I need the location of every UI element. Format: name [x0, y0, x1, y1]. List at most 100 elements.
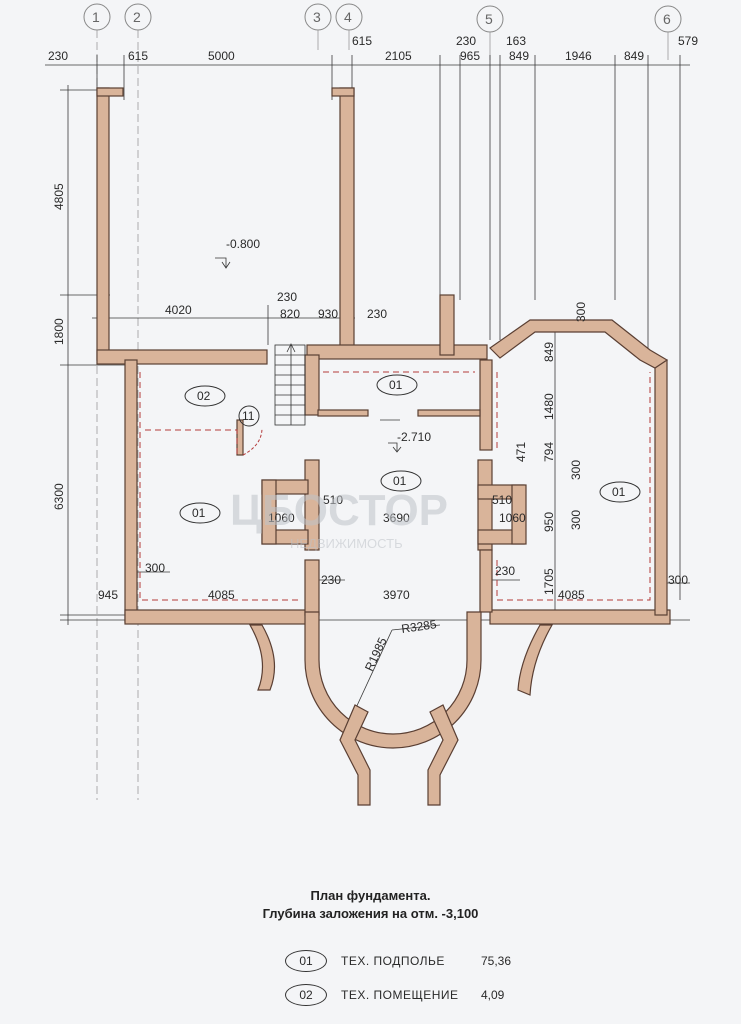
- wall-stair-right: [304, 354, 320, 416]
- dim-right-1705: 1705: [542, 568, 556, 595]
- wall-pier-right-side: [511, 484, 527, 545]
- axis-3: 3: [313, 9, 321, 25]
- dim-top-5: 2105: [385, 49, 412, 63]
- dim-mid-3690: 3690: [383, 511, 410, 525]
- inner-contour: [139, 371, 651, 601]
- wall-h-upper: [96, 349, 268, 365]
- wall-center-left: [304, 559, 320, 616]
- room-tag-01-a: 01: [389, 378, 403, 392]
- wall-left-lower: [124, 359, 138, 623]
- caption-depth: Глубина заложения на отм. -3,100: [262, 906, 479, 921]
- room-tag-labels: 02 01 01 01 01 11: [192, 378, 626, 520]
- dim-right-950: 950: [542, 512, 556, 532]
- room-tag-01-b: 01: [393, 474, 407, 488]
- legend-tag-02: 02: [285, 984, 327, 1006]
- wall-arc-right: [517, 624, 554, 696]
- right-dimension-texts: 849 1480 471 794 300 950 300 1705: [514, 342, 583, 595]
- room-tag-11: 11: [242, 409, 255, 423]
- dim-top-11: 849: [624, 49, 644, 63]
- dim-top-12: 579: [678, 34, 698, 48]
- middle-dimension-texts: 510 3690 510 1060 1060: [268, 493, 526, 525]
- dim-mid-1060-b: 1060: [499, 511, 526, 525]
- dim-bottom-300-a: 300: [145, 561, 165, 575]
- dim-inner-230-a: 230: [277, 290, 297, 304]
- dim-inner-230-b: 230: [367, 307, 387, 321]
- dimension-lines: [45, 30, 690, 800]
- legend-row-01: 01 ТЕХ. ПОДПОЛЬЕ 75,36: [285, 948, 541, 974]
- room-tag-01-d: 01: [612, 485, 626, 499]
- dim-bottom-945: 945: [98, 588, 118, 602]
- dim-top-4: 615: [352, 34, 372, 48]
- wall-top-mid: [331, 87, 355, 97]
- axis-1: 1: [92, 9, 100, 25]
- legend-name-01: ТЕХ. ПОДПОЛЬЕ: [341, 954, 445, 968]
- dim-bottom-300-b: 300: [668, 573, 688, 587]
- dim-left-4805: 4805: [52, 183, 66, 210]
- left-dimension-texts: 4805 1800 6300: [52, 183, 66, 510]
- dim-bottom-3970: 3970: [383, 588, 410, 602]
- dim-right-471: 471: [514, 442, 528, 462]
- dim-mid-510-a: 510: [323, 493, 343, 507]
- dim-right-1480: 1480: [542, 393, 556, 420]
- dim-right-300-a: 300: [569, 460, 583, 480]
- wall-top-left: [96, 87, 124, 97]
- partition-right: [417, 409, 481, 417]
- partition-left: [317, 409, 369, 417]
- legend-name-02: ТЕХ. ПОМЕЩЕНИЕ: [341, 988, 459, 1002]
- staircase: [274, 343, 306, 426]
- wall-right-low: [479, 549, 493, 613]
- axis-2: 2: [133, 9, 141, 25]
- watermark-sub: НЕДВИЖИМОСТЬ: [290, 536, 403, 551]
- legend-value-01: 75,36: [481, 954, 512, 968]
- foundation-plan: 1 2 3 4 5 6: [45, 3, 698, 806]
- watermark: ЦБОСТОР НЕДВИЖИМОСТЬ: [230, 486, 448, 551]
- dim-top-10: 1946: [565, 49, 592, 63]
- inner-dimension-texts: 4020 230 820 930 230 300: [165, 290, 588, 322]
- top-dimension-texts: 230 615 5000 615 2105 230 965 163 849 19…: [48, 34, 698, 63]
- elevation-upper: -0.800: [226, 237, 260, 251]
- radius-r3285: R3285: [400, 617, 437, 636]
- dim-bottom-230-b: 230: [495, 564, 515, 578]
- dim-bottom-4085-b: 4085: [558, 588, 585, 602]
- dim-inner-4020: 4020: [165, 303, 192, 317]
- dim-right-794: 794: [542, 442, 556, 462]
- dim-top-3: 5000: [208, 49, 235, 63]
- wall-h-upper-right: [306, 344, 488, 360]
- wall-bay: [489, 319, 669, 369]
- dim-top-2: 615: [128, 49, 148, 63]
- watermark-main: ЦБОСТОР: [230, 486, 448, 535]
- wall-far-right: [654, 359, 668, 616]
- dim-inner-930: 930: [318, 307, 338, 321]
- legend-row-02: 02 ТЕХ. ПОМЕЩЕНИЕ 4,09: [285, 982, 541, 1008]
- dim-left-1800: 1800: [52, 318, 66, 345]
- dim-inner-820: 820: [280, 307, 300, 321]
- radius-r1985: R1985: [362, 635, 390, 673]
- wall-porch-left: [339, 704, 371, 806]
- elevation-marks: [215, 257, 402, 453]
- dim-mid-510-b: 510: [492, 493, 512, 507]
- axis-4: 4: [344, 9, 352, 25]
- wall-apse: [304, 611, 482, 749]
- room-tag-02: 02: [197, 389, 211, 403]
- legend-value-02: 4,09: [481, 988, 505, 1002]
- room-tags: [179, 374, 641, 524]
- elevation-lower: -2.710: [397, 430, 431, 444]
- door-jamb: [236, 419, 244, 456]
- wall-arc-left: [248, 624, 276, 691]
- dim-right-849: 849: [542, 342, 556, 362]
- foundation-walls: [96, 87, 671, 806]
- wall-left-upper: [96, 87, 110, 361]
- dim-bottom-4085-a: 4085: [208, 588, 235, 602]
- caption-title: План фундамента.: [310, 888, 431, 903]
- dim-left-6300: 6300: [52, 483, 66, 510]
- dim-right-300-b: 300: [569, 510, 583, 530]
- axis-markers: [83, 3, 682, 33]
- dim-inner-300: 300: [574, 302, 588, 322]
- wall-bottom-right: [489, 609, 671, 625]
- bottom-dimension-texts: 945 300 4085 230 3970 230 4085 300: [98, 561, 688, 602]
- dim-mid-1060-a: 1060: [268, 511, 295, 525]
- wall-pier-left-side: [261, 479, 277, 545]
- wall-porch-right: [427, 704, 459, 806]
- wall-mid-upper: [339, 87, 355, 351]
- door-swing: [242, 427, 263, 456]
